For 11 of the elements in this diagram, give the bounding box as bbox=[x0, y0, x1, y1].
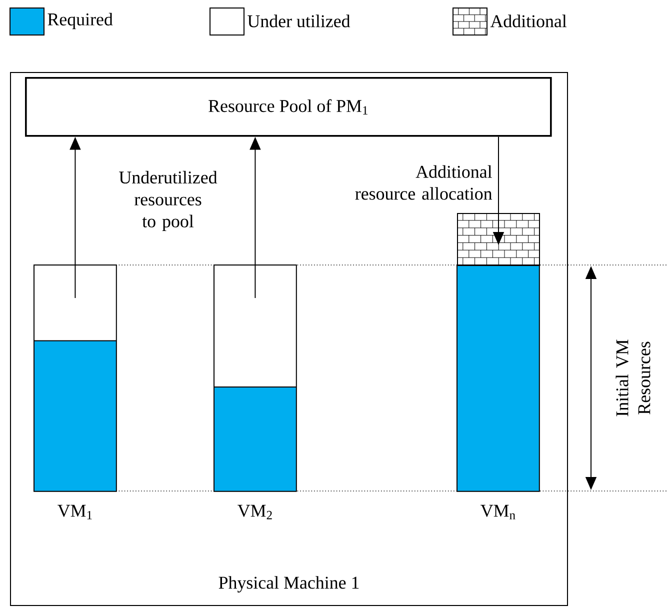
vm-label: VM$_{1}$ bbox=[58, 504, 92, 520]
legend-label: Required bbox=[48, 12, 113, 30]
edge-label: Additional resource allocation bbox=[355, 165, 492, 200]
legend-label: Additional bbox=[490, 14, 567, 28]
legend-label: Under utilized bbox=[248, 14, 350, 28]
hatched-block bbox=[456, 212, 540, 266]
pool-box: Resource Pool of PM$_{1}$ bbox=[25, 77, 552, 137]
vm-label: VM$_{n}$ bbox=[480, 504, 516, 520]
annotation-text: Underutilized resources to pool bbox=[119, 170, 218, 232]
vm-label: VM$_{2}$ bbox=[238, 504, 272, 520]
dimension-label: Initial VM Resources bbox=[616, 340, 650, 416]
